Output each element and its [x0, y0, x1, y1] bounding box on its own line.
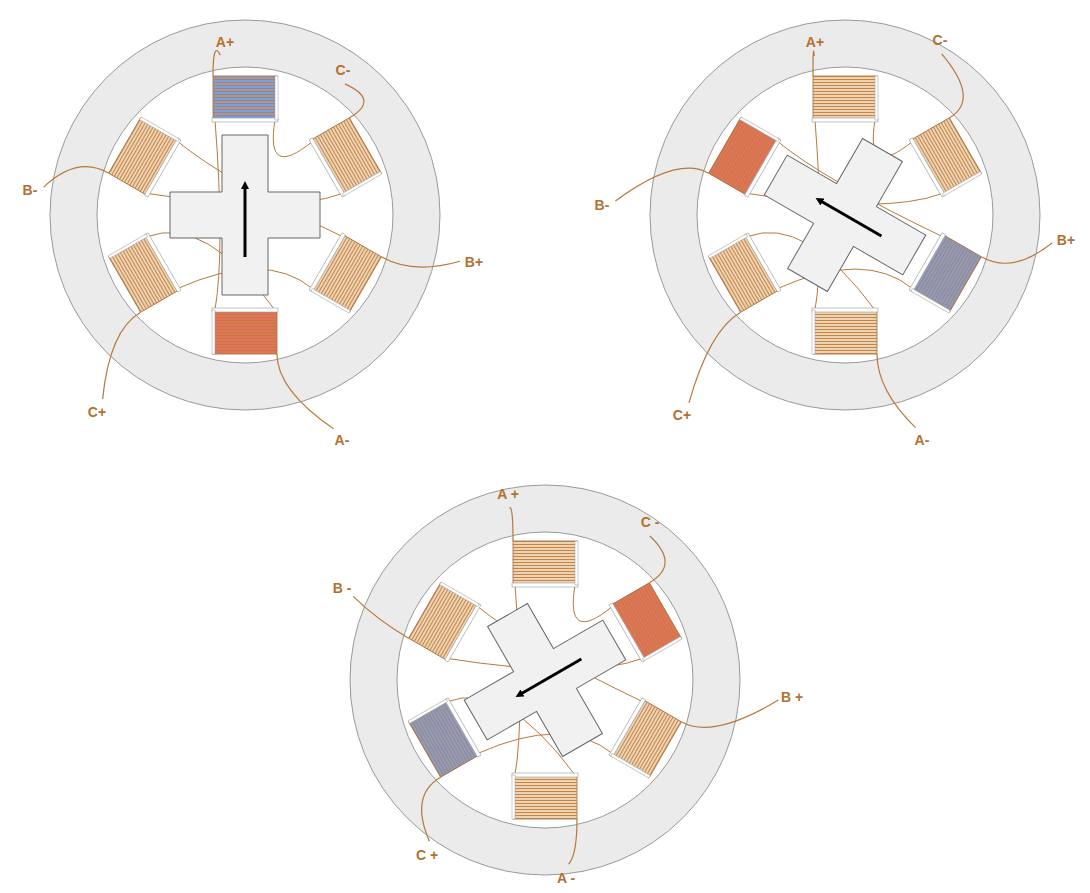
lead-wire	[381, 257, 460, 267]
lead-wire	[813, 51, 814, 76]
terminal-label: C-	[336, 63, 351, 77]
lead-wire	[689, 312, 741, 403]
rotor	[738, 110, 952, 320]
rotor-arrow	[819, 200, 881, 236]
terminal-label: C-	[933, 33, 948, 47]
internal-wire	[448, 585, 643, 775]
lead-wire	[569, 819, 577, 864]
stator-ring	[650, 20, 1040, 410]
rotor	[438, 575, 652, 785]
lead-wire	[345, 84, 364, 118]
lead-wire	[942, 54, 964, 118]
internal-wire	[148, 120, 343, 310]
stator-ring	[50, 20, 440, 410]
terminal-label: A -	[557, 871, 575, 885]
rotor-arrow	[519, 659, 581, 695]
lead-wire	[44, 167, 109, 187]
lead-wire	[213, 51, 220, 76]
lead-wire	[422, 777, 441, 841]
terminal-label: B+	[465, 255, 483, 269]
stator-bore	[697, 67, 993, 363]
lead-wire	[277, 354, 334, 429]
stator-coil	[408, 582, 481, 662]
stator-bore	[397, 532, 693, 828]
internal-wire	[748, 120, 943, 310]
stator-coil	[708, 233, 781, 313]
stator-coil	[309, 233, 382, 313]
terminal-label: A+	[806, 35, 824, 49]
stepper-motor	[615, 20, 1052, 428]
stator-bore	[97, 67, 393, 363]
stator-ring	[350, 485, 740, 875]
stator-coil	[212, 308, 278, 354]
lead-wire	[877, 354, 916, 428]
stator-coil	[512, 541, 578, 587]
terminal-label: B-	[595, 198, 610, 212]
stator-coil	[212, 76, 278, 122]
stator-coil	[609, 698, 682, 778]
terminal-label: A +	[497, 487, 519, 501]
terminal-label: C+	[673, 408, 691, 422]
terminal-label: B -	[333, 581, 352, 595]
lead-wire	[615, 168, 708, 201]
terminal-label: B+	[1057, 233, 1075, 247]
stator-coil	[108, 117, 181, 197]
lead-wire	[509, 508, 513, 541]
lead-wire	[103, 312, 141, 399]
stator-coil	[909, 117, 982, 197]
terminal-label: B-	[23, 183, 38, 197]
terminal-label: A-	[915, 433, 930, 447]
lead-wire	[353, 596, 408, 638]
terminal-label: A-	[335, 433, 350, 447]
lead-wire	[649, 536, 665, 583]
terminal-label: C+	[88, 405, 106, 419]
stator-coil	[512, 773, 578, 819]
lead-wire	[981, 243, 1052, 264]
stator-coil	[812, 308, 878, 354]
rotor-arrow	[244, 185, 247, 257]
rotor	[170, 135, 320, 295]
terminal-label: C +	[416, 848, 438, 862]
terminal-label: B +	[781, 690, 803, 704]
stepper-motor	[350, 485, 778, 875]
stator-coil	[108, 233, 181, 313]
terminal-label: A+	[216, 35, 234, 49]
stepper-motor	[44, 20, 460, 429]
lead-wire	[681, 700, 778, 727]
stator-coil	[812, 76, 878, 122]
terminal-label: C -	[641, 515, 660, 529]
stator-coil	[309, 117, 382, 197]
